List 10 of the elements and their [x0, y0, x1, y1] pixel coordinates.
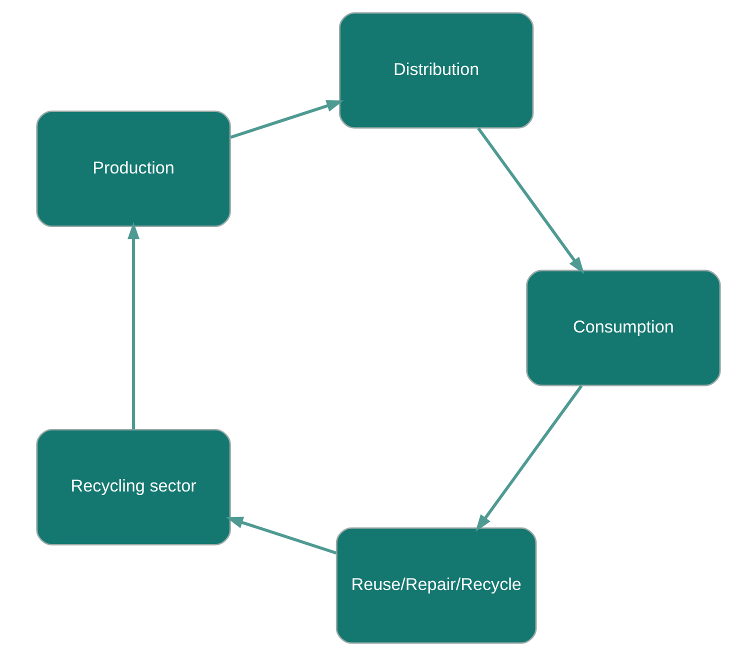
arrow [476, 127, 584, 274]
arrow [230, 100, 344, 139]
node-box: Production [36, 110, 230, 228]
arrow [474, 384, 582, 532]
node-box: Distribution [338, 12, 534, 129]
arrow [127, 222, 140, 430]
node-box: Recycling sector [36, 428, 230, 546]
arrow [225, 516, 336, 555]
node-box: Consumption [526, 270, 720, 386]
node-box: Reuse/Repair/Recycle [335, 527, 536, 644]
